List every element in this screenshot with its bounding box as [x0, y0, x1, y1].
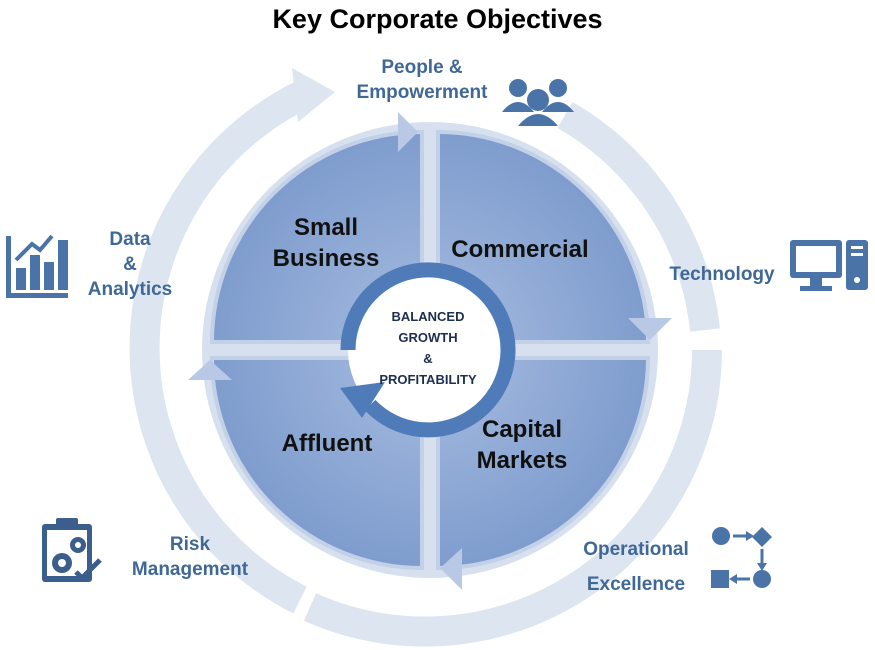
center-cycle [340, 262, 516, 438]
outer-label-line: Operational [583, 539, 689, 560]
quadrant-label-capital-markets: Capital Markets [460, 414, 584, 476]
outer-label-line: Analytics [87, 279, 173, 300]
outer-label-line: Data [109, 229, 151, 250]
center-label-line: & [423, 351, 433, 366]
quadrant-label-small-business: Small Business [266, 212, 386, 274]
outer-label-line: Management [131, 559, 249, 580]
quadrant-label-line: Markets [476, 447, 568, 474]
outer-label-line: Risk [169, 534, 211, 555]
monitor-icon [790, 240, 868, 291]
center-label-line: BALANCED [391, 309, 465, 324]
quadrant-label-commercial: Commercial [451, 236, 589, 263]
clipboard-gears-icon [42, 518, 102, 582]
bar-chart-icon [6, 234, 68, 298]
quadrant-label-affluent: Affluent [281, 430, 373, 457]
outer-cycle-ring [129, 81, 722, 647]
center-label-line: GROWTH [398, 330, 458, 345]
outer-label-line: People & [381, 57, 463, 78]
label-data-analytics: Data & Analytics [80, 227, 180, 302]
label-risk-management: Risk Management [120, 532, 260, 582]
label-operational-excellence: Operational Excellence [573, 532, 699, 602]
outer-label-line: Excellence [586, 574, 686, 595]
page-title: Key Corporate Objectives [272, 4, 603, 34]
label-people-empowerment: People & Empowerment [342, 55, 502, 105]
outer-cycle-arrowheads [292, 68, 335, 122]
label-technology: Technology [669, 264, 775, 285]
outer-label-line: Empowerment [356, 82, 488, 103]
center-label-line: PROFITABILITY [379, 372, 477, 387]
people-icon [502, 79, 574, 126]
process-flow-icon [711, 527, 772, 588]
outer-label-line: & [123, 254, 137, 275]
center-label: BALANCED GROWTH & PROFITABILITY [358, 306, 498, 390]
center-arrowhead [340, 382, 385, 418]
quadrant-label-line: Small [293, 214, 359, 241]
quadrant-label-line: Business [272, 245, 380, 272]
quadrant-label-line: Capital [481, 416, 562, 443]
